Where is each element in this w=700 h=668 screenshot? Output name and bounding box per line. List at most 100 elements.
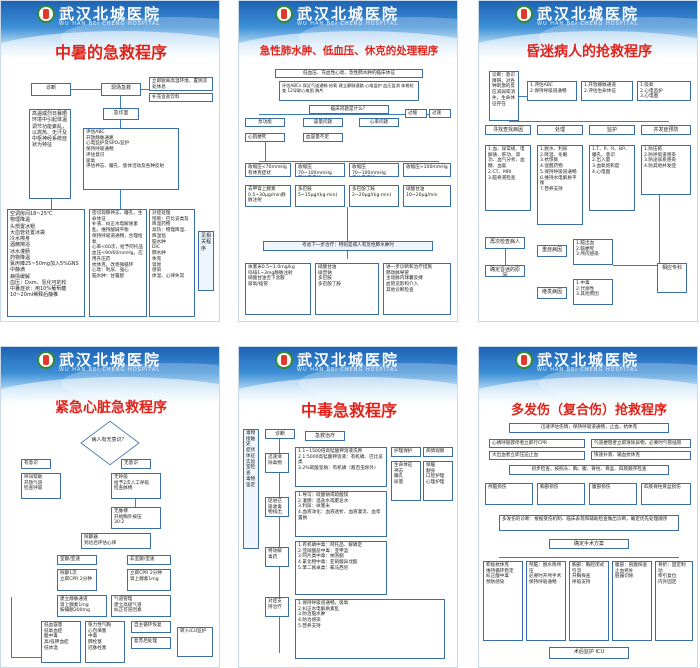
box-fluid: 密切观察神志、瞳孔、生命体征 补液、纠正水电解质紊乱，维持酸碱平衡 保持呼吸道通… (89, 209, 147, 317)
box-s4: 快速补液、输血抗休克 (591, 451, 691, 460)
poster-heatstroke: 武汉北城医院 WU HAN BEI CHENG HOSPITAL 中暑的急救程序… (0, 0, 220, 322)
box-shock: 除颤1次 立即CPR 2分钟 (57, 569, 97, 591)
box-over: 过缓 (405, 109, 427, 118)
hospital-english: WU HAN BEI CHENG HOSPITAL (297, 367, 399, 373)
box-e2: 胸部损伤 (537, 483, 585, 505)
box-t: 张力性气胸 心包填塞 中毒 肺栓塞 冠脉栓塞 (85, 621, 125, 663)
poster-header: 武汉北城医院 WU HAN BEI CHENG HOSPITAL (239, 347, 457, 405)
hospital-logo-icon (275, 351, 293, 369)
box-w4: 腹部：剖腹探查 止血修补 脏器切除 (612, 561, 652, 641)
box-next: 考虑下一步治疗：特别是病人有急性肺水肿时 (263, 241, 433, 251)
poster-title: 急性肺水肿、低血压、休克的处理程序 (259, 45, 439, 57)
box-end: 术后监护 ICU (549, 647, 629, 659)
box-drug: 建立静脉通道 肾上腺素1mg 胺碘酮300mg (57, 595, 107, 617)
box-g4: 对症支持治疗 (265, 597, 289, 617)
poster-header: 武汉北城医院 WU HAN BEI CHENG HOSPITAL (479, 1, 697, 59)
box-d1: 去甲肾上腺素 0.5~30μg/min静脉注射 (245, 185, 291, 207)
hospital-logo-icon (515, 351, 533, 369)
box-end: 转入ICU监护 (177, 627, 213, 657)
poster-coma: 武汉北城医院 WU HAN BEI CHENG HOSPITAL 昏迷病人的抢救… (478, 0, 698, 322)
box-observe: 对症处理 惊厥：巴比妥类及降温药物 高热：物理降温、降温毯 脑水肿 DIC 肺水… (149, 209, 195, 317)
hospital-name: 武汉北城医院 (297, 5, 400, 23)
box-d4: 硝酸甘油 10~20μg/min (403, 185, 451, 207)
box-first: 评估ABCs 保证气道通畅 给氧 建立静脉通路 心电监护 血压监测 体格检查 1… (279, 81, 419, 101)
hospital-english: WU HAN BEI CHENG HOSPITAL (59, 367, 161, 373)
box-c4: 并发症预防 (641, 125, 691, 135)
box-diagnosis: 诊断 (265, 429, 295, 439)
box-a2: 1.开放静脉通道 2.评估生命体征 (581, 81, 633, 101)
box-rate: 心率问题 (359, 118, 399, 127)
box-rescue-1: 立即脱离高温环境，置阴凉处休息 (149, 77, 213, 91)
box-diagnosis: 诊断：意识障碍，对各种刺激的反应减弱或消失，生命体征存在 (489, 71, 519, 121)
box-h: 低血容量 低氧血症 酸中毒 高/低钾血症 低体温 (41, 621, 81, 663)
box-nvf: 非室颤/室速 (127, 555, 171, 565)
box-w1: 积极抗休克 维持循环稳定 纠正酸中毒 预防感染 (483, 561, 523, 641)
hospital-english: WU HAN BEI CHENG HOSPITAL (297, 21, 399, 27)
box-c2: 处理 (537, 125, 583, 135)
box-e4: 四肢脊柱骨盆损伤 (641, 483, 691, 505)
hospital-english: WU HAN BEI CHENG HOSPITAL (537, 367, 639, 373)
box-yes: 有意识 (21, 459, 51, 469)
box-cpr: 立即CPR 2分钟 肾上腺素1mg (127, 569, 171, 591)
box-plan: 多发伤的诊断：根据受伤机制、临床表现和辅助检查做出诊断，确定优先处理顺序 (499, 515, 679, 531)
box-site: 现场急救 (101, 83, 141, 96)
box-w5: 骨折：固定制动 牵引复位 内外固定 (655, 561, 693, 641)
poster-header: 武汉北城医院 WU HAN BEI CHENG HOSPITAL (239, 1, 457, 59)
hospital-english: WU HAN BEI CHENG HOSPITAL (537, 21, 639, 27)
poster-title: 多发伤（复合伤）抢救程序 (510, 403, 667, 418)
hospital-english: WU HAN BEI CHENG HOSPITAL (59, 21, 161, 27)
box-side: 毒物接触史 症状 体征 实验室检查 毒物鉴定 (243, 429, 259, 549)
box-b7: 相应专科 (657, 263, 687, 293)
box-care: 复苏后处理 (131, 637, 171, 649)
box-op: 确定手术方案 (549, 539, 629, 549)
hospital-logo-icon (37, 5, 55, 23)
box-breath: 无呼吸 给予2次人工呼吸 检查脉搏 (111, 473, 161, 499)
box-cooling: 空调房间18~25℃ 物理降温 头部置冰帽 大血管处置冰袋 冷水擦身 酒精擦浴 … (7, 209, 85, 317)
hospital-name: 武汉北城医院 (59, 5, 162, 23)
box-mid: 初步检查，按照头、胸、腹、脊柱、骨盆、四肢顺序检查 (509, 465, 669, 475)
box-top: 迅速评估伤情，保持呼吸道通畅，止血，抗休克 (509, 423, 669, 433)
box-assess: 评估ABC 开放静脉通路 心电监护及SPO₂监护 保持呼吸通畅 评估意识 吸氧 … (83, 128, 179, 190)
box-m3: 1.有机磷中毒：阿托品、解磷定 2.亚硝酸盐中毒：亚甲蓝 3.阿片类中毒：纳洛酮… (295, 541, 387, 595)
box-m2: 1.导泻：硫酸钠或硫酸镁 2.灌肠：温盐水或肥皂水 3.利尿：呋塞米 4.血液净… (295, 491, 387, 537)
box-t4: 1.防压疮 2.防呼吸道感染 3.防泌尿系感染 4.防其他并发症 (641, 145, 691, 195)
box-t3: 1.T、P、R、BP、瞳孔、意识 2.出入量 3.血氧饱和度 4.心电图 (589, 145, 635, 211)
box-call: 呼叫帮助 开放气道 检查呼吸 (21, 473, 61, 499)
box-s1: 心搏呼吸骤停者立即行CPR (489, 439, 585, 448)
box-f3: 进一步诊断和治疗措施 肺动脉导管 主动脉内球囊反搏 血管造影和介入 其他诊断检查 (383, 263, 451, 315)
box-g2: 促进已吸收毒物排出 (265, 497, 289, 517)
poster-header: 武汉北城医院 WU HAN BEI CHENG HOSPITAL (1, 1, 219, 59)
poster-pulmonary-edema: 武汉北城医院 WU HAN BEI CHENG HOSPITAL 急性肺水肿、低… (238, 0, 458, 322)
box-er: 急诊室 (103, 108, 139, 120)
box-pump: 泵功能 (245, 118, 285, 127)
box-no: 无意识 (121, 459, 151, 469)
box-e3: 腹部损伤 (589, 483, 637, 505)
box-pulse: 无脉搏 开始胸外按压 30:2 (111, 507, 161, 529)
box-aed: 除颤器 到达后评估心律 (81, 533, 151, 549)
box-w3: 胸部：胸腔闭式引流 开胸探查 呼吸支持 (569, 561, 609, 641)
hospital-name: 武汉北城医院 (59, 351, 162, 369)
box-d3: 多巴酚丁胺 2~20μg/(kg·min) (349, 185, 399, 207)
box-left-desc: 高温或烈日暴晒环境中引起体温调节功能紊乱，以高热、无汗及中枢神经系统症状为特征 (29, 109, 71, 199)
box-rosc: 自主循环恢复 (131, 621, 171, 633)
box-r4: 保暖 翻身 口腔护理 心理护理 (423, 461, 453, 501)
box-bp2: 收缩压70~100mmHg 有休克症状 (295, 163, 345, 177)
poster-cardiac: 武汉北城医院 WU HAN BEI CHENG HOSPITAL 紧急心脏急救程… (0, 346, 220, 668)
box-m4: 1.保持呼吸道通畅，吸氧 2.纠正水电解质紊乱 3.防治脑水肿 4.防治感染 5… (295, 599, 445, 659)
box-b3: 重症病因 (537, 245, 567, 257)
box-d2: 多巴胺 5~15μg/(kg·min) (295, 185, 345, 207)
box-tag: 见相关程序 (198, 231, 214, 291)
poster-header: 武汉北城医院 WU HAN BEI CHENG HOSPITAL (1, 347, 219, 405)
box-p1: 血容量不足 (303, 133, 343, 142)
hospital-name: 武汉北城医院 (297, 351, 400, 369)
hospital-logo-icon (515, 5, 533, 23)
box-b1: 再次检查病人 (485, 237, 525, 249)
box-r3: 生命体征 神志 瞳孔 尿量 (391, 461, 421, 501)
box-s3: 大出血者立即压迫止血 (489, 451, 585, 460)
box-vf: 室颤/室速 (57, 555, 97, 565)
box-g3: 特效解毒药 (265, 547, 289, 567)
box-f2: 硝酸甘油 硝普钠 多巴胺 多巴酚丁胺 (315, 263, 379, 315)
box-b4: 继发病因 (537, 287, 567, 299)
box-b2: 确定昏迷的原因 (485, 265, 525, 277)
poster-header: 武汉北城医院 WU HAN BEI CHENG HOSPITAL (479, 347, 697, 405)
